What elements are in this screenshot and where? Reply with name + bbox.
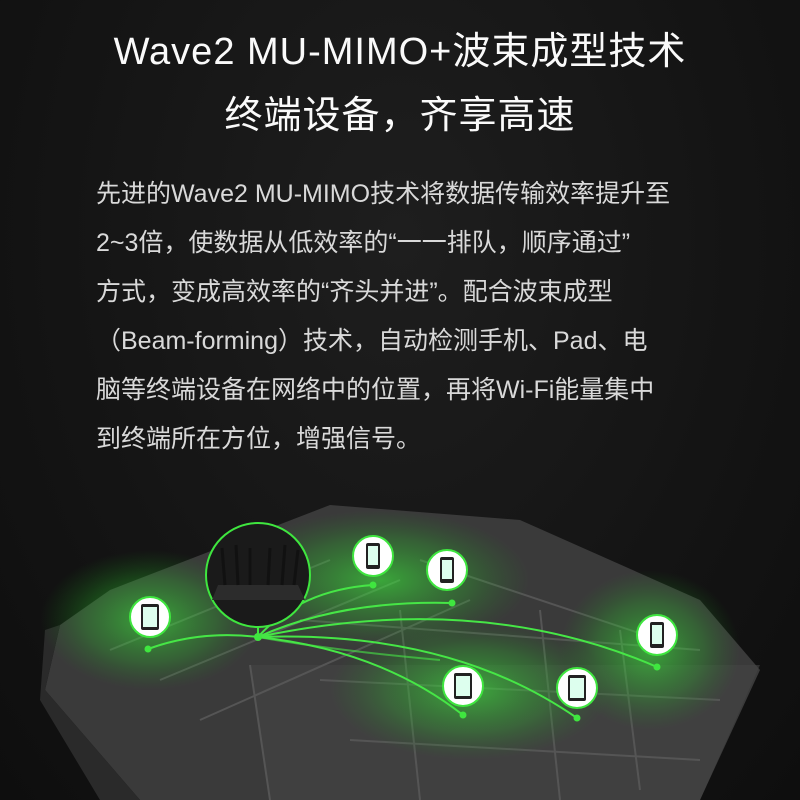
tablet-icon bbox=[442, 665, 484, 719]
description-line: 先进的Wave2 MU-MIMO技术将数据传输效率提升至 bbox=[96, 180, 671, 208]
headline-line-1: Wave2 MU-MIMO+波束成型技术 bbox=[113, 31, 687, 73]
description-paragraph: 先进的Wave2 MU-MIMO技术将数据传输效率提升至 2~3倍，使数据从低效… bbox=[96, 170, 736, 464]
router-icon bbox=[205, 522, 311, 641]
phone-icon bbox=[352, 535, 394, 589]
beam-lines bbox=[147, 584, 658, 719]
tablet-icon bbox=[129, 596, 171, 653]
headline-line-2: 终端设备，齐享高速 bbox=[224, 95, 576, 137]
phone-icon bbox=[426, 549, 468, 607]
tablet-icon bbox=[556, 667, 598, 722]
mu-mimo-illustration bbox=[40, 505, 760, 800]
phone-icon bbox=[636, 614, 678, 671]
description-line: （Beam-forming）技术，自动检测手机、Pad、电 bbox=[96, 327, 648, 355]
description-line: 脑等终端设备在网络中的位置，再将Wi-Fi能量集中 bbox=[96, 376, 655, 404]
description-line: 2~3倍，使数据从低效率的“一一排队，顺序通过” bbox=[96, 229, 631, 257]
description-line: 方式，变成高效率的“齐头并进”。配合波束成型 bbox=[96, 278, 613, 306]
description-line: 到终端所在方位，增强信号。 bbox=[96, 425, 422, 453]
device-icons bbox=[129, 535, 678, 722]
